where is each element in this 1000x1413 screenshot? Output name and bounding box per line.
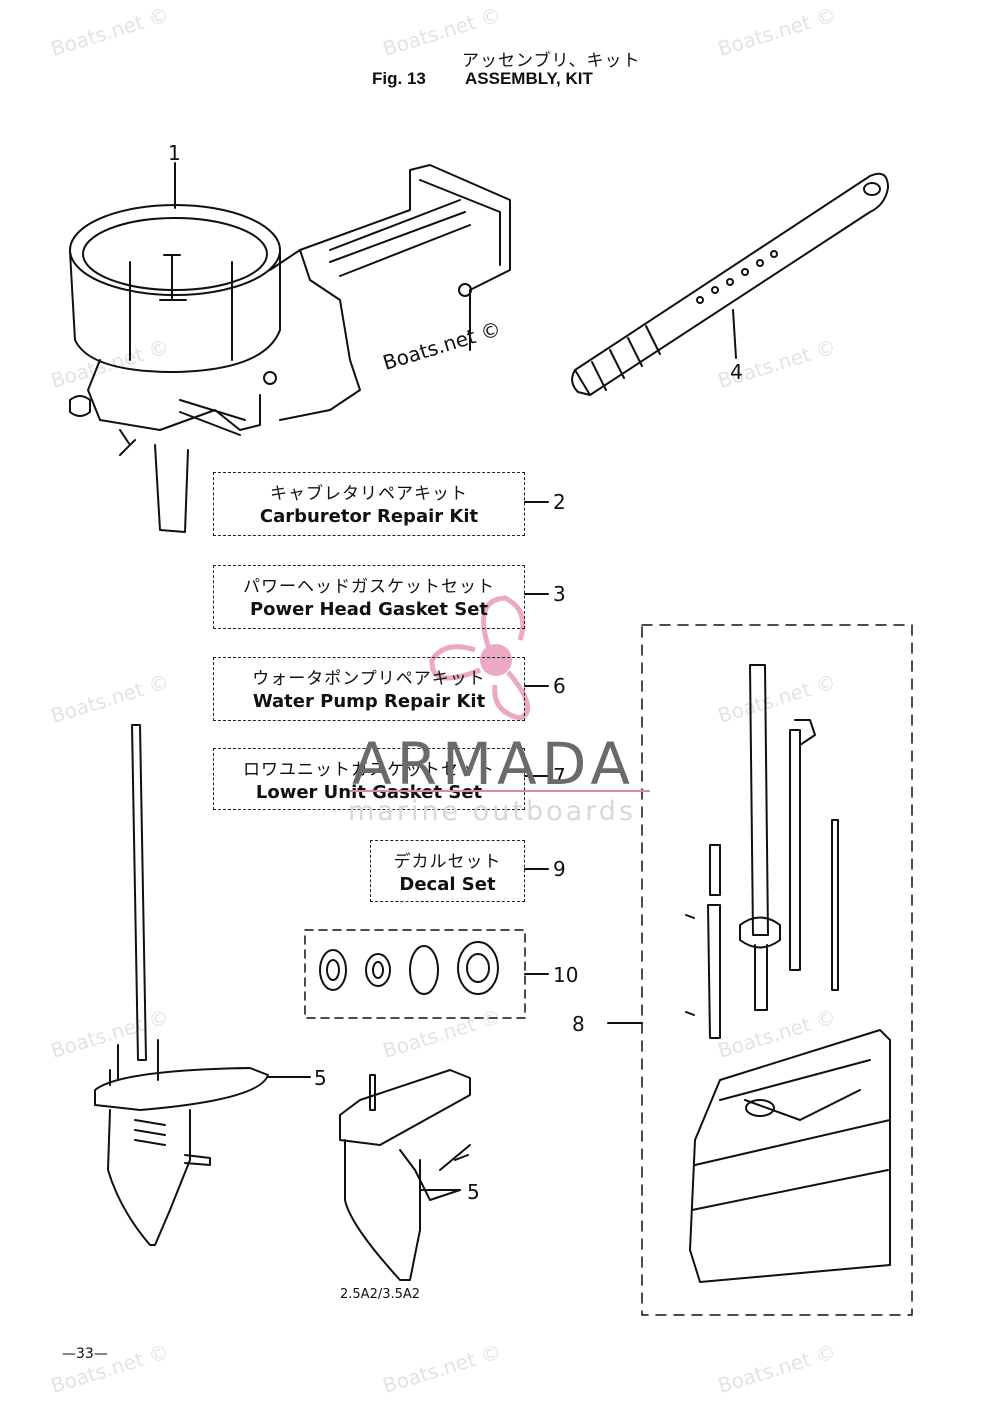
- lower-unit-left-drawing: [94, 724, 269, 1246]
- armada-subtitle-watermark: marine outboards: [348, 796, 637, 827]
- driveshaft-housing-drawing: [685, 664, 891, 1283]
- kit-box-power-head-gasket: パワーヘッドガスケットセット Power Head Gasket Set: [213, 565, 525, 629]
- callout-8: 8: [572, 1012, 585, 1036]
- callout-3: 3: [553, 582, 566, 606]
- lower-unit-right-drawing: [339, 1069, 471, 1281]
- bearing-seals-drawing: [319, 941, 499, 995]
- kit-en-label: Lower Unit Gasket Set: [255, 782, 483, 803]
- propeller-logo: [429, 595, 531, 721]
- armada-brand-watermark: ARMADA: [352, 730, 636, 798]
- kit-jp-label: パワーヘッドガスケットセット: [243, 577, 495, 597]
- callout-10: 10: [553, 963, 579, 987]
- callout-1: 1: [168, 141, 181, 165]
- callout-9: 9: [553, 857, 566, 881]
- kit-en-label: Power Head Gasket Set: [249, 599, 489, 620]
- kit-jp-label: ロワユニットガスケットセット: [243, 760, 495, 780]
- callout-2: 2: [553, 490, 566, 514]
- callout-6: 6: [553, 674, 566, 698]
- kit-box-decal: デカルセット Decal Set: [370, 840, 525, 902]
- model-label: 2.5A2/3.5A2: [340, 1287, 421, 1302]
- page-number: —33—: [62, 1346, 108, 1362]
- figure-number: Fig. 13: [372, 69, 426, 88]
- kit-jp-label: キャブレタリペアキット: [270, 484, 468, 504]
- title-japanese: アッセンブリ、キット: [462, 51, 641, 71]
- kit-jp-label: ウォータポンプリペアキット: [252, 669, 486, 689]
- kit-box-lower-unit-gasket: ロワユニットガスケットセット Lower Unit Gasket Set: [213, 748, 525, 810]
- kit-box-carburetor: キャブレタリペアキット Carburetor Repair Kit: [213, 472, 525, 536]
- tiller-handle-drawing: [571, 172, 889, 396]
- callout-5-left: 5: [314, 1066, 327, 1090]
- callout-5-right: 5: [467, 1180, 480, 1204]
- kit-en-label: Water Pump Repair Kit: [252, 691, 486, 712]
- armada-underline: [350, 790, 650, 792]
- title-english: ASSEMBLY, KIT: [465, 69, 593, 88]
- power-head-assembly-drawing: [69, 164, 511, 533]
- kit-en-label: Carburetor Repair Kit: [259, 506, 479, 527]
- kit-en-label: Decal Set: [399, 874, 496, 895]
- kit-jp-label: デカルセット: [393, 852, 502, 872]
- callout-4: 4: [730, 360, 743, 384]
- callout-7: 7: [553, 764, 566, 788]
- kit-box-water-pump: ウォータポンプリペアキット Water Pump Repair Kit: [213, 657, 525, 721]
